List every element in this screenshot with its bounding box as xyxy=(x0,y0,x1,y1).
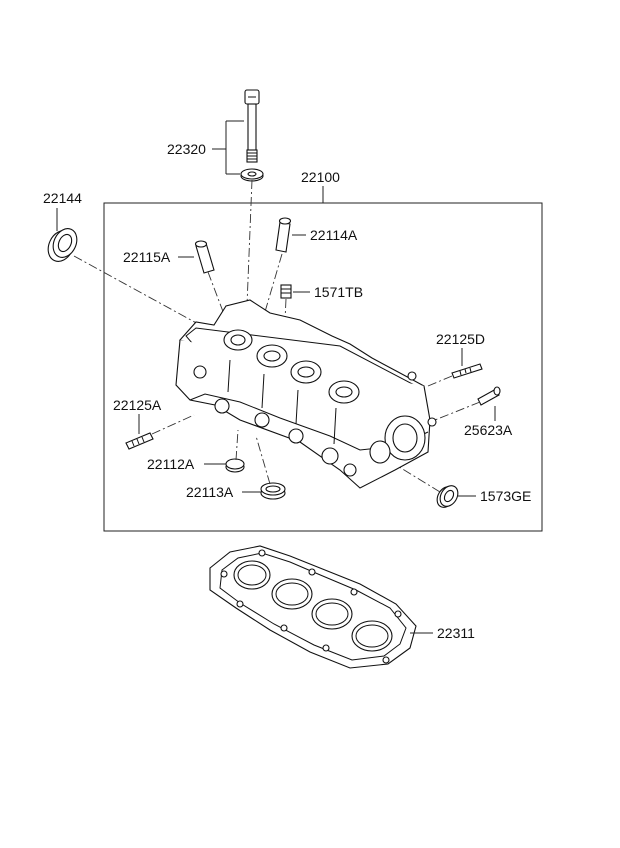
label-22100: 22100 xyxy=(301,169,340,185)
label-22115A: 22115A xyxy=(123,249,171,265)
intake-guide-part[interactable] xyxy=(194,240,215,274)
label-22320: 22320 xyxy=(167,141,206,157)
label-22144: 22144 xyxy=(43,190,82,206)
intake-seat-part[interactable] xyxy=(225,458,245,473)
label-22112A: 22112A xyxy=(147,456,195,472)
label-22125D: 22125D xyxy=(436,331,485,347)
plug-part[interactable] xyxy=(280,284,292,299)
stud-left-part[interactable] xyxy=(125,432,154,450)
label-1573GE: 1573GE xyxy=(480,488,531,504)
label-25623A: 25623A xyxy=(464,422,513,438)
label-22311: 22311 xyxy=(437,625,475,641)
label-22125A: 22125A xyxy=(113,397,162,413)
label-22114A: 22114A xyxy=(310,227,358,243)
cylinder-head-part[interactable] xyxy=(175,299,437,489)
dowel-part[interactable] xyxy=(477,386,501,406)
label-1571TB: 1571TB xyxy=(314,284,363,300)
front-seal-part[interactable] xyxy=(43,225,81,266)
label-22113A: 22113A xyxy=(186,484,234,500)
rear-seal-part[interactable] xyxy=(434,482,462,510)
exhaust-guide-part[interactable] xyxy=(275,217,292,253)
bolt-part[interactable] xyxy=(244,89,260,163)
washer-part[interactable] xyxy=(240,168,264,182)
stud-right-part[interactable] xyxy=(451,363,483,379)
leader-22320 xyxy=(212,120,244,175)
exhaust-seat-part[interactable] xyxy=(260,482,286,500)
head-gasket-part[interactable] xyxy=(209,545,417,669)
